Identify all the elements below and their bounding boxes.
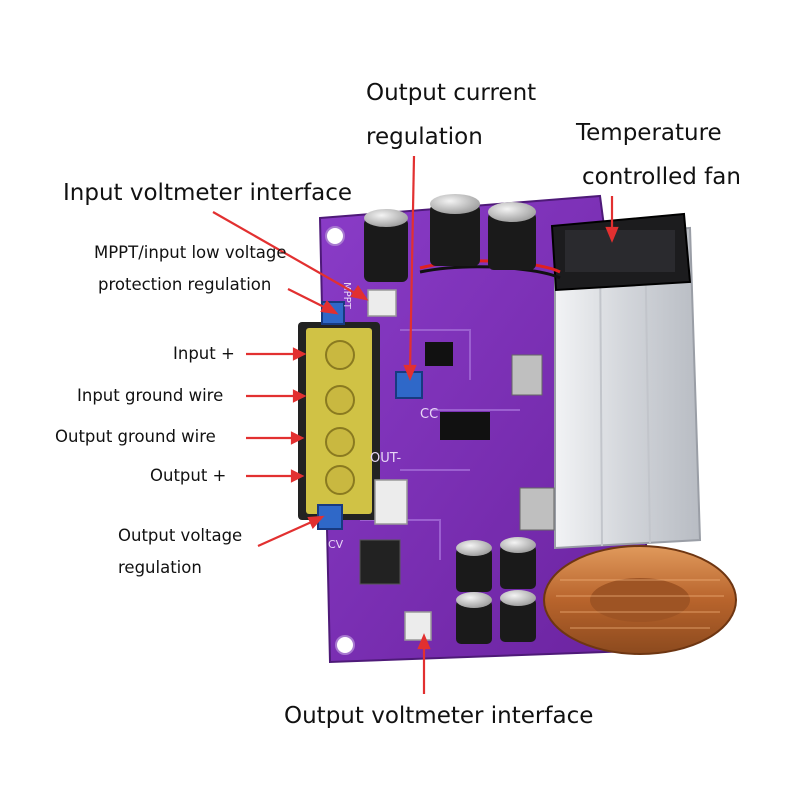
transistor-top <box>511 354 543 396</box>
arrows <box>212 155 619 694</box>
fan <box>550 212 692 292</box>
label-input-voltmeter: Input voltmeter interface <box>63 180 353 206</box>
label-output-current-line1: Output current <box>366 80 537 106</box>
label-output-voltmeter: Output voltmeter interface <box>284 703 594 729</box>
bottom-capacitors <box>456 537 536 644</box>
label-output-current-line2: regulation <box>366 124 483 150</box>
label-temperature-fan-line1: Temperature <box>576 120 722 146</box>
silk-cc: CC <box>420 407 438 422</box>
regulator-ic <box>359 539 401 585</box>
ic-chip-small <box>425 342 453 366</box>
terminal-block <box>298 322 380 520</box>
arrow-mppt <box>287 288 331 311</box>
arrow-input-voltmeter <box>212 211 361 297</box>
top-capacitors <box>364 194 536 282</box>
label-output-voltage-line2: regulation <box>118 558 202 577</box>
label-output-voltage-line1: Output voltage <box>118 526 243 545</box>
label-temperature-fan-line2: controlled fan <box>582 164 741 190</box>
ic-chip <box>440 412 490 440</box>
white-connector <box>374 479 408 525</box>
label-input-plus: Input + <box>173 344 235 363</box>
label-input-ground: Input ground wire <box>77 386 224 405</box>
label-mppt-line2: protection regulation <box>98 275 272 294</box>
output-voltmeter-connector <box>404 611 432 641</box>
silk-out-minus: OUT- <box>370 451 401 466</box>
label-output-plus: Output + <box>150 466 227 485</box>
silk-cv: CV <box>328 538 344 551</box>
label-output-ground: Output ground wire <box>55 427 216 446</box>
input-voltmeter-connector <box>367 289 397 317</box>
toroid-inductor <box>543 545 737 655</box>
arrow-output-current <box>408 155 416 373</box>
label-mppt-line1: MPPT/input low voltage <box>94 243 287 262</box>
transistor <box>519 487 555 531</box>
silk-mppt: MPPT <box>341 282 352 310</box>
arrow-output-voltage <box>257 518 317 548</box>
